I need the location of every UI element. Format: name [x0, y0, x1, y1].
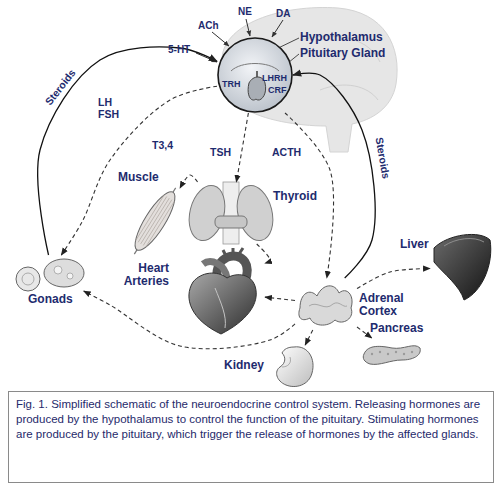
testis-detail [22, 273, 34, 285]
organ-drawing [295, 278, 357, 330]
hormone-arrow [357, 269, 430, 289]
hormone-label: DA [276, 8, 290, 19]
muscle-group [126, 183, 184, 260]
pancreas-texture [411, 351, 413, 353]
organ-drawing [185, 182, 277, 244]
hormone-arrow [84, 291, 295, 349]
hormone-label: CRF [268, 85, 287, 96]
organ-drawing [175, 248, 265, 336]
organ-label: Kidney [224, 359, 270, 372]
organ-label: Thyroid [273, 190, 333, 203]
gonads-organ: Gonads [14, 255, 86, 291]
input-arrow [196, 53, 217, 62]
hypothalamus-arc [231, 64, 279, 72]
hormone-label: Steroids [372, 130, 393, 185]
vessel-branch [223, 248, 243, 258]
hormone-label: TSH [210, 146, 242, 158]
pancreas-texture [371, 353, 373, 355]
input-arrow [212, 32, 229, 46]
organ-label: Gonads [28, 293, 88, 306]
organ-drawing [272, 345, 316, 389]
adrenal-shape [299, 286, 352, 325]
thyroid-lobe [184, 182, 231, 245]
organ-label: Pituitary Gland [300, 47, 400, 60]
brain-fold [320, 85, 378, 100]
hormone-label: T3,4 [152, 140, 173, 151]
muscle-belly [129, 187, 182, 255]
organ-label: Muscle [118, 171, 178, 184]
muscle-striation [136, 195, 165, 241]
input-arrow [246, 19, 250, 36]
muscle-striation [141, 198, 170, 244]
feedback-arrow [293, 73, 375, 278]
organ-label: Adrenal Cortex [359, 292, 411, 318]
liver-organ: Liver [430, 230, 492, 302]
kidney-shape [277, 347, 313, 387]
muscle-organ: Muscle [130, 188, 180, 254]
hormone-label: LHRH [262, 73, 287, 84]
hormone-arrow [357, 327, 372, 338]
ovary-shape [44, 259, 84, 287]
organ-label: Pancreas [370, 322, 440, 335]
pancreas-texture [395, 351, 397, 353]
kidney-organ: Kidney [272, 345, 316, 389]
thyroid-lobe [232, 182, 279, 245]
hormone-label: LH FSH [98, 96, 126, 120]
thyroid-isthmus [215, 216, 247, 228]
adrenal-fold [309, 303, 347, 307]
input-arrow [272, 20, 283, 37]
figure-caption: Fig. 1. Simplified schematic of the neur… [8, 391, 494, 483]
pancreas-organ: Pancreas [362, 338, 422, 368]
kidney-hilum [282, 357, 291, 367]
thyroid-organ: Thyroid [185, 182, 277, 244]
hormone-arrow [265, 297, 295, 300]
trachea-shape [223, 182, 239, 244]
hormone-label: 5-HT [168, 44, 190, 55]
hormone-label: ACh [198, 20, 219, 31]
pancreas-shape [363, 346, 420, 365]
organ-drawing [130, 188, 180, 254]
hypothalamus-outline [218, 38, 292, 112]
organ-drawing [362, 338, 422, 368]
organ-label: Heart Arteries [105, 262, 169, 288]
organ-label: Liver [400, 238, 440, 251]
heart-organ: Heart Arteries [175, 248, 265, 336]
follicle-detail [67, 273, 73, 279]
muscle-striation [146, 201, 175, 247]
hormone-arrow [61, 86, 217, 255]
follicle-detail [54, 266, 62, 274]
feedback-arrow [38, 47, 217, 255]
muscle-striation [138, 197, 167, 243]
organ-label: Hypothalamus [300, 31, 400, 44]
pancreas-texture [379, 351, 381, 353]
adrenal-organ: Adrenal Cortex [295, 278, 357, 330]
hormone-label: Steroids [39, 62, 82, 112]
hormone-arrow [236, 113, 248, 182]
organ-drawing [14, 255, 86, 291]
liver-highlight [444, 239, 484, 246]
pancreas-texture [403, 353, 405, 355]
liver-shape [434, 234, 491, 300]
hormone-label: TRH [222, 79, 241, 90]
hormone-arrow [257, 244, 270, 263]
hormone-label: ACTH [272, 146, 312, 158]
hormone-arrow [305, 330, 313, 345]
muscle-striation [143, 200, 172, 246]
heart-body [189, 273, 256, 334]
hormone-arrow [285, 113, 334, 278]
hormone-arrow [180, 175, 198, 188]
testis-shape [16, 267, 40, 291]
hormone-label: NE [238, 6, 252, 17]
pancreas-texture [387, 353, 389, 355]
organ-drawing [430, 230, 492, 302]
coronary-line [215, 288, 225, 328]
